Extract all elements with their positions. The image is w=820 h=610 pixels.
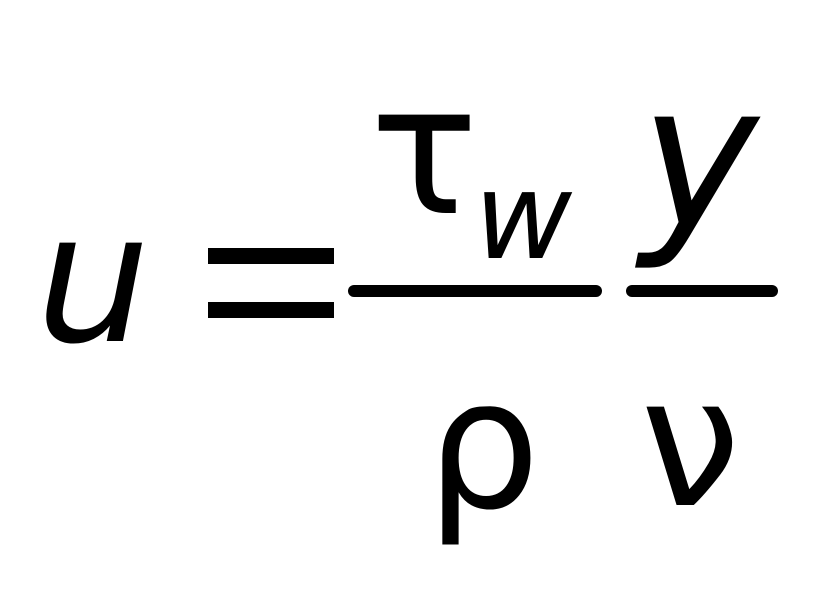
fraction1-numerator-tau: τ — [370, 47, 479, 256]
fraction2-bar — [626, 285, 778, 297]
fraction1-bar — [348, 285, 602, 297]
fraction1-denominator-rho: ρ — [426, 341, 541, 550]
fraction2-numerator-y: y — [640, 41, 759, 274]
equals-sign-bottom-bar — [208, 302, 334, 318]
fraction1-numerator-subscript-w: w — [474, 148, 573, 287]
equals-sign-top-bar — [208, 248, 334, 264]
lhs-variable-u: u — [36, 175, 151, 384]
fraction2-denominator-nu: ν — [640, 339, 741, 548]
